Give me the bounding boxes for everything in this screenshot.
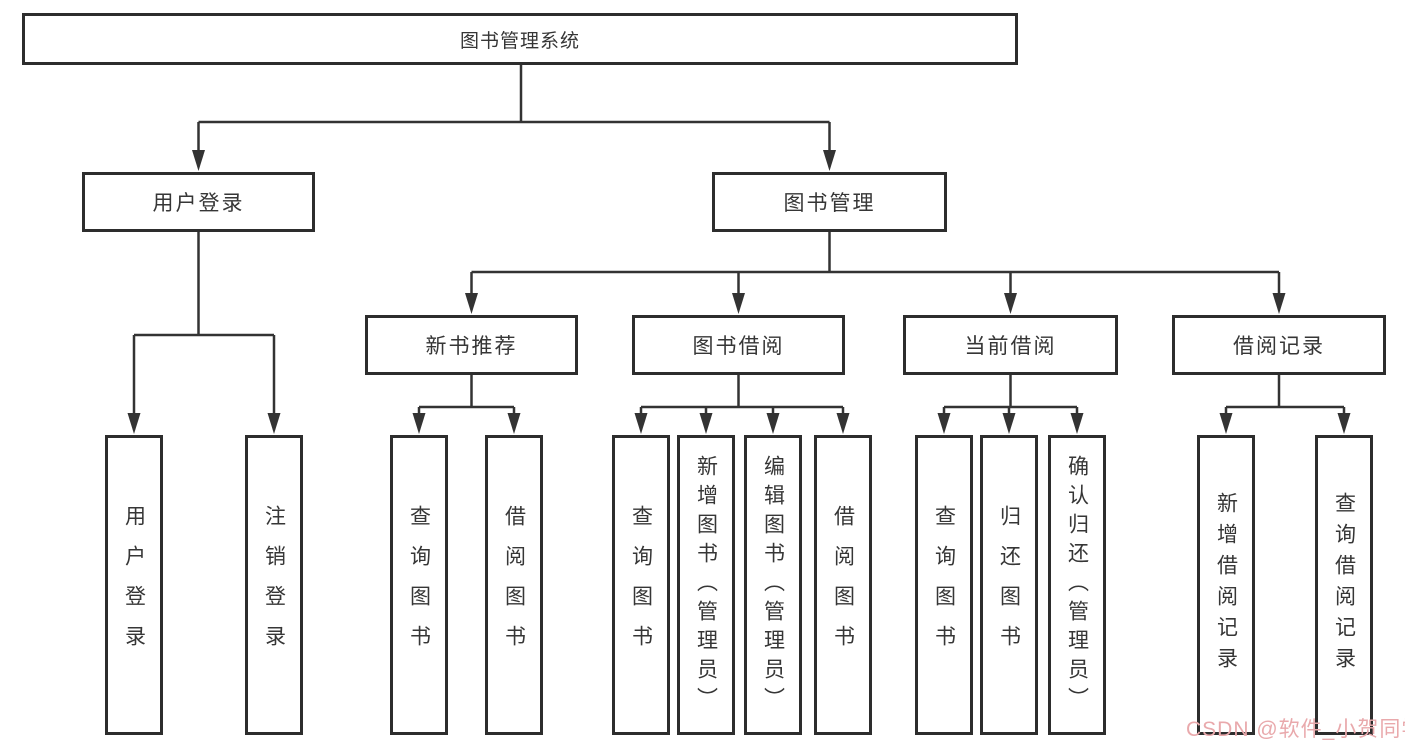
leaf-edit-books-admin: 编辑图书（管理员） — [744, 435, 802, 735]
connector-borrow-records-to-leaves — [1219, 375, 1351, 434]
leaf-borrow-query-books: 查询图书 — [612, 435, 670, 735]
arrowhead-icon — [1337, 413, 1351, 434]
node-current-borrow-label: 当前借阅 — [964, 335, 1057, 358]
connector-root-to-branches — [192, 65, 836, 171]
node-user-login: 用户登录 — [82, 172, 315, 232]
leaf-recommend-borrow-books-label: 借阅图书 — [502, 505, 526, 665]
node-system-root: 图书管理系统 — [22, 13, 1018, 65]
arrowhead-icon — [732, 293, 745, 314]
leaf-confirm-return-admin-label: 确认归还（管理员） — [1065, 454, 1089, 716]
connector-user-login-to-leaves — [127, 232, 281, 434]
node-book-management: 图书管理 — [712, 172, 947, 232]
arrowhead-icon — [507, 413, 521, 434]
node-book-borrow-label: 图书借阅 — [692, 335, 785, 358]
leaf-add-books-admin-label: 新增图书（管理员） — [694, 454, 718, 716]
arrowhead-icon — [937, 413, 951, 434]
connector-current-borrow-to-leaves — [937, 375, 1084, 434]
leaf-recommend-query-books: 查询图书 — [390, 435, 448, 735]
node-user-login-label: 用户登录 — [152, 192, 245, 215]
arrowhead-icon — [1272, 293, 1286, 314]
node-book-management-label: 图书管理 — [783, 192, 876, 215]
leaf-query-borrow-record: 查询借阅记录 — [1315, 435, 1373, 735]
leaf-borrow-borrow-books: 借阅图书 — [814, 435, 872, 735]
leaf-borrow-query-books-label: 查询图书 — [629, 505, 653, 665]
connector-new-book-recommend-to-leaves — [412, 375, 521, 434]
leaf-recommend-borrow-books: 借阅图书 — [485, 435, 543, 735]
leaf-user-login-label: 用户登录 — [122, 505, 146, 665]
connector-book-management-to-sections — [465, 232, 1286, 314]
leaf-query-borrow-record-label: 查询借阅记录 — [1332, 492, 1356, 678]
connector-book-borrow-to-leaves — [634, 375, 850, 434]
node-new-book-recommend: 新书推荐 — [365, 315, 578, 375]
leaf-confirm-return-admin: 确认归还（管理员） — [1048, 435, 1106, 735]
leaf-add-books-admin: 新增图书（管理员） — [677, 435, 735, 735]
arrowhead-icon — [1002, 413, 1016, 434]
arrowhead-icon — [192, 150, 205, 171]
arrowhead-icon — [465, 293, 478, 314]
node-borrow-records-label: 借阅记录 — [1233, 335, 1325, 358]
leaf-edit-books-admin-label: 编辑图书（管理员） — [761, 454, 785, 716]
arrowhead-icon — [823, 150, 836, 171]
arrowhead-icon — [836, 413, 850, 434]
watermark: CSDN @软件_小贺同学 — [1186, 718, 1405, 741]
leaf-add-borrow-record: 新增借阅记录 — [1197, 435, 1255, 735]
leaf-recommend-query-books-label: 查询图书 — [407, 505, 431, 665]
arrowhead-icon — [267, 413, 281, 434]
arrowhead-icon — [766, 413, 780, 434]
arrowhead-icon — [699, 413, 713, 434]
arrowhead-icon — [1219, 413, 1233, 434]
node-system-root-label: 图书管理系统 — [459, 30, 580, 52]
leaf-return-books-label: 归还图书 — [997, 505, 1021, 665]
arrowhead-icon — [1004, 293, 1017, 314]
leaf-user-login: 用户登录 — [105, 435, 163, 735]
node-new-book-recommend-label: 新书推荐 — [425, 335, 518, 358]
leaf-return-books: 归还图书 — [980, 435, 1038, 735]
leaf-logout-label: 注销登录 — [262, 505, 286, 665]
node-book-borrow: 图书借阅 — [632, 315, 845, 375]
node-current-borrow: 当前借阅 — [903, 315, 1118, 375]
arrowhead-icon — [634, 413, 648, 434]
arrowhead-icon — [127, 413, 141, 434]
leaf-add-borrow-record-label: 新增借阅记录 — [1214, 492, 1238, 678]
leaf-current-query-books-label: 查询图书 — [932, 505, 956, 665]
node-borrow-records: 借阅记录 — [1172, 315, 1386, 375]
arrowhead-icon — [1070, 413, 1084, 434]
leaf-borrow-borrow-books-label: 借阅图书 — [831, 505, 855, 665]
leaf-logout: 注销登录 — [245, 435, 303, 735]
arrowhead-icon — [412, 413, 426, 434]
leaf-current-query-books: 查询图书 — [915, 435, 973, 735]
